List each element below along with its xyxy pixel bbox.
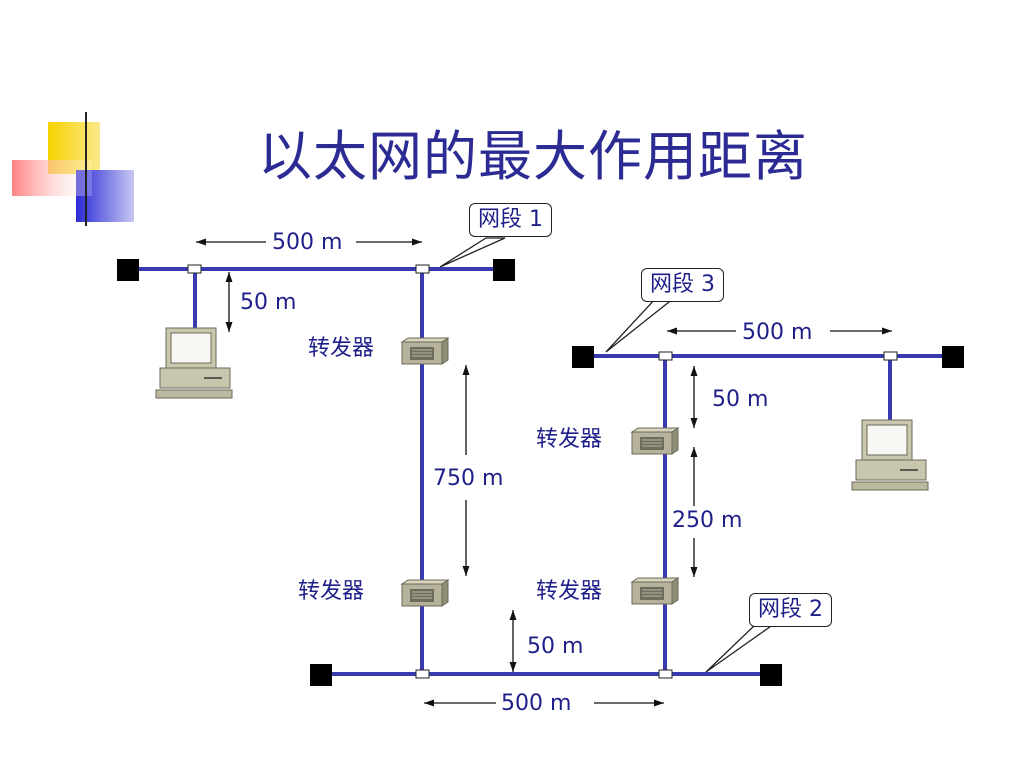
repeater-label: 转发器 <box>308 336 375 361</box>
segment3-callout: 网段 3 <box>641 268 724 302</box>
terminator <box>572 346 594 368</box>
segment2-callout: 网段 2 <box>749 593 832 627</box>
computer-icon <box>851 419 929 491</box>
tap <box>187 264 202 274</box>
tap <box>415 669 430 679</box>
terminator <box>942 346 964 368</box>
distance-label-right-vertical: 250 m <box>672 508 743 533</box>
repeater-icon <box>631 427 679 455</box>
tap <box>415 264 430 274</box>
tap <box>883 351 898 361</box>
computer-icon <box>155 327 233 399</box>
distance-label-top: 500 m <box>272 230 343 256</box>
repeater-icon <box>401 337 449 365</box>
repeater-label: 转发器 <box>536 427 603 452</box>
terminators <box>117 259 964 686</box>
terminator <box>117 259 139 281</box>
terminator <box>493 259 515 281</box>
tap <box>658 351 673 361</box>
dimension-arrows <box>196 238 892 707</box>
distance-label-right-top: 500 m <box>742 320 813 346</box>
page-title: 以太网的最大作用距离 <box>258 125 808 188</box>
distance-label-right-drop: 50 m <box>712 387 769 413</box>
terminator <box>760 664 782 686</box>
tap <box>658 669 673 679</box>
terminator <box>310 664 332 686</box>
distance-label-bottom: 500 m <box>501 691 572 717</box>
repeater-label: 转发器 <box>298 579 365 604</box>
distance-label-vertical: 750 m <box>433 466 504 491</box>
repeater-icon <box>631 577 679 605</box>
callout-pointers <box>439 237 777 673</box>
repeater-icon <box>401 579 449 607</box>
repeater-label: 转发器 <box>536 579 603 604</box>
distance-label-left-drop: 50 m <box>240 290 297 316</box>
taps <box>187 264 898 679</box>
segment1-callout: 网段 1 <box>469 203 552 237</box>
decor-corner <box>12 112 1000 226</box>
distance-label-bottom-drop: 50 m <box>527 634 584 660</box>
